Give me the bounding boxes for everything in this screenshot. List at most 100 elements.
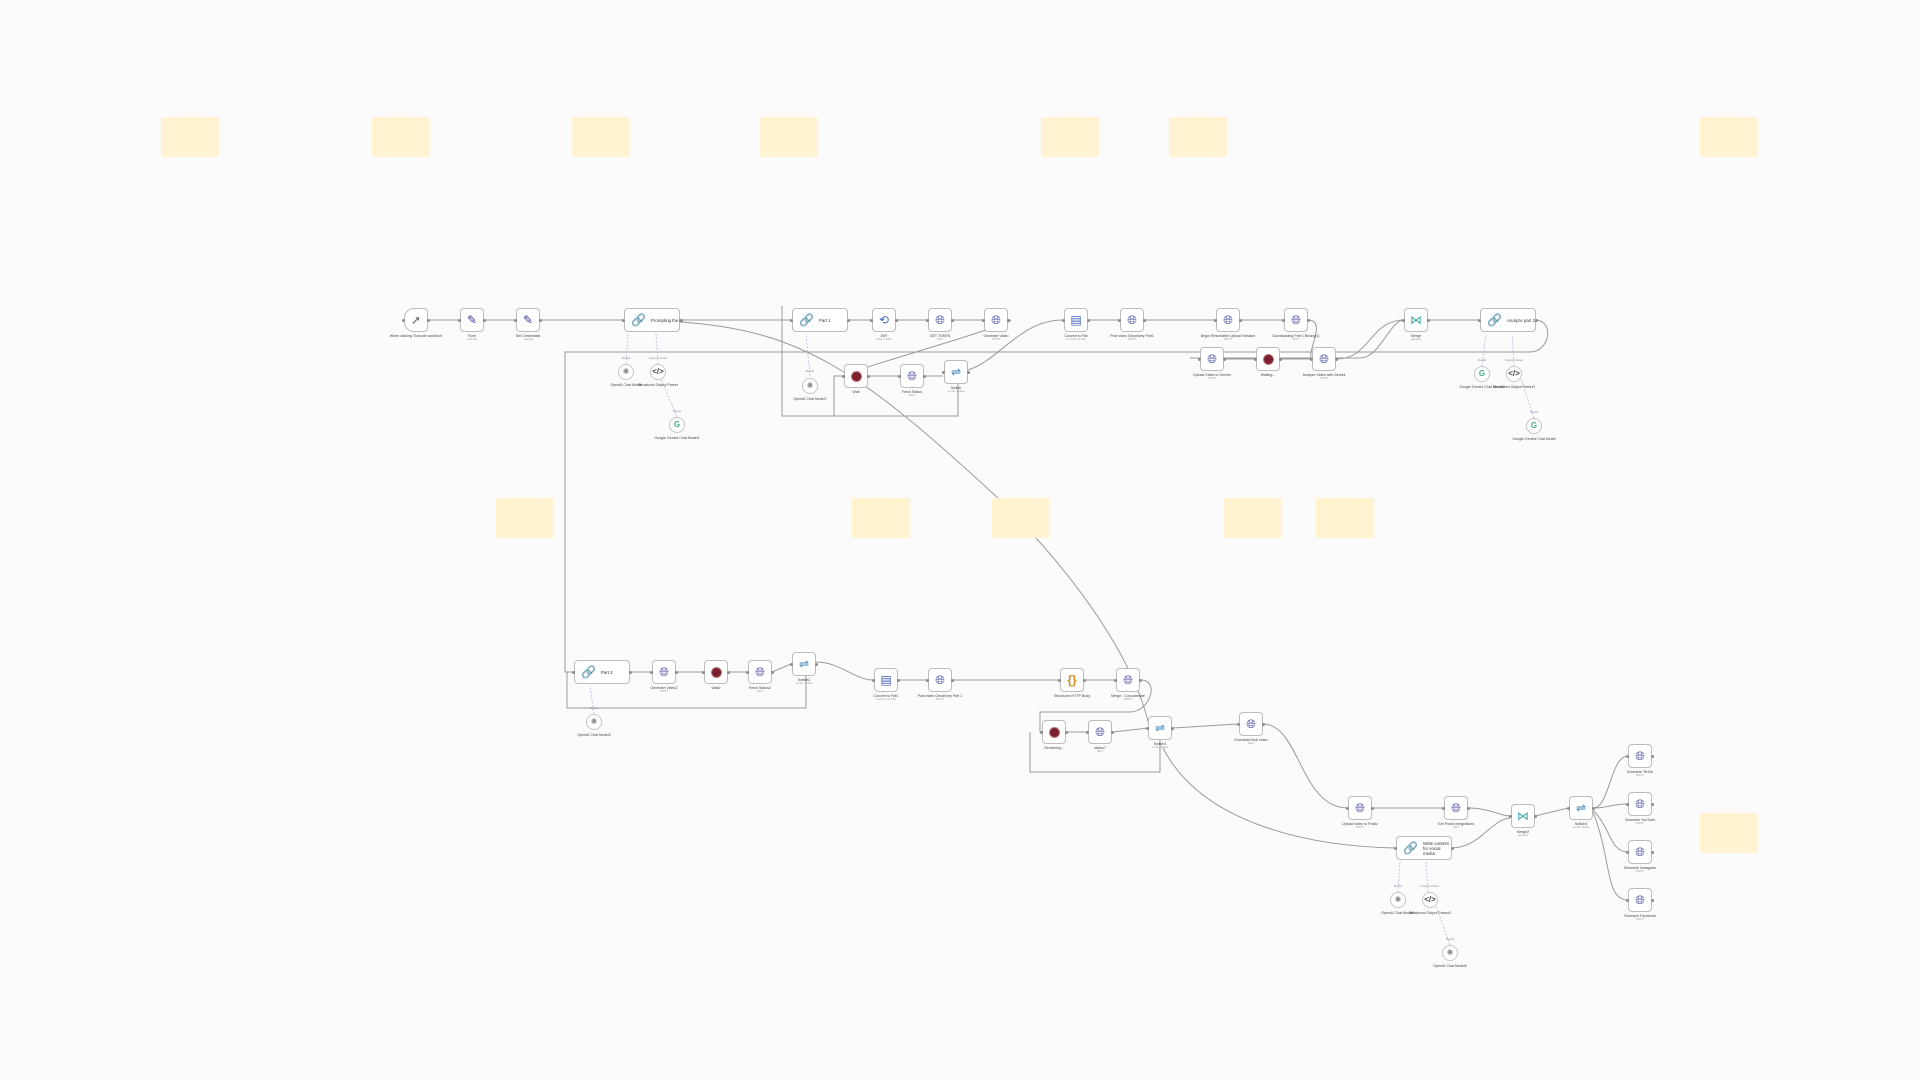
node-switch3[interactable]: ⇌	[1148, 716, 1172, 740]
node-convert-file1[interactable]: ▤	[874, 668, 898, 692]
input-port[interactable]	[514, 318, 517, 322]
node-downloading-part1[interactable]: 🌐︎	[1284, 308, 1308, 332]
output-port[interactable]	[847, 318, 850, 322]
node-jwt[interactable]: ⟲	[872, 308, 896, 332]
input-port[interactable]	[1567, 806, 1570, 810]
output-port[interactable]	[867, 374, 870, 378]
node-trigger[interactable]: ➚	[404, 308, 428, 332]
sticky-note[interactable]	[1700, 117, 1758, 157]
output-port[interactable]	[1335, 357, 1338, 361]
node-switch2[interactable]: ⇌	[792, 652, 816, 676]
node-gemini-chat-model1[interactable]: G	[669, 417, 685, 433]
node-part1[interactable]: 🔗Part 1	[792, 308, 848, 332]
node-post-video-gcs1[interactable]: 🌐︎	[1120, 308, 1144, 332]
input-port[interactable]	[702, 670, 705, 674]
input-port[interactable]	[1626, 850, 1629, 854]
output-port[interactable]	[897, 678, 900, 682]
output-port[interactable]	[1083, 678, 1086, 682]
node-post-video-gcs2[interactable]: 🌐︎	[928, 668, 952, 692]
node-merge[interactable]: ⋈	[1404, 308, 1428, 332]
output-port[interactable]	[1262, 722, 1265, 726]
output-port[interactable]	[629, 670, 632, 674]
node-analyze-video-gemini[interactable]: 🌐︎	[1312, 347, 1336, 371]
output-port[interactable]	[815, 662, 818, 666]
output-port[interactable]	[1651, 898, 1654, 902]
output-port[interactable]	[771, 670, 774, 674]
output-port[interactable]	[1279, 357, 1282, 361]
sticky-note[interactable]	[1316, 498, 1374, 538]
sticky-note[interactable]	[852, 498, 910, 538]
node-structured-http-body[interactable]: {}	[1060, 668, 1084, 692]
input-port[interactable]	[1626, 802, 1629, 806]
sticky-note[interactable]	[161, 117, 219, 157]
node-analyze-part1[interactable]: 🔗Analyze part 1	[1480, 308, 1536, 332]
output-port[interactable]	[951, 318, 954, 322]
input-port[interactable]	[1402, 318, 1405, 322]
input-port[interactable]	[1394, 846, 1397, 850]
input-port[interactable]	[1346, 806, 1349, 810]
output-port[interactable]	[1451, 846, 1454, 850]
node-part2[interactable]: 🔗Part 2	[574, 660, 630, 684]
output-port[interactable]	[1087, 318, 1090, 322]
sticky-note[interactable]	[572, 117, 630, 157]
node-structured-output-parser2[interactable]: </>	[1422, 892, 1438, 908]
node-generate-video2[interactable]: 🌐︎	[652, 660, 676, 684]
sticky-note[interactable]	[1700, 813, 1758, 853]
output-port[interactable]	[1651, 802, 1654, 806]
node-switch4[interactable]: ⇌	[1569, 796, 1593, 820]
sticky-note[interactable]	[372, 117, 430, 157]
sticky-note[interactable]	[1169, 117, 1227, 157]
node-structured-output-parser3[interactable]: </>	[1506, 366, 1522, 382]
input-port[interactable]	[870, 318, 873, 322]
node-prompting-ai[interactable]: 🔗Prompting the ai	[624, 308, 683, 332]
node-upload-video-postiz[interactable]: 🌐︎	[1348, 796, 1372, 820]
input-port[interactable]	[1310, 357, 1313, 361]
output-port[interactable]	[967, 370, 970, 374]
node-merge-concatenate[interactable]: 🌐︎	[1116, 668, 1140, 692]
input-port[interactable]	[572, 670, 575, 674]
output-port[interactable]	[675, 670, 678, 674]
node-status[interactable]: 🌐︎	[1088, 720, 1112, 744]
output-port[interactable]	[1592, 806, 1595, 810]
node-wait[interactable]	[844, 364, 868, 388]
input-port[interactable]	[458, 318, 461, 322]
node-openai-chat-model4[interactable]: ✺	[1390, 892, 1406, 908]
input-port[interactable]	[1198, 357, 1201, 361]
input-port[interactable]	[842, 374, 845, 378]
node-convert-file[interactable]: ▤	[1064, 308, 1088, 332]
input-port[interactable]	[1062, 318, 1065, 322]
node-form[interactable]: ✎	[460, 308, 484, 332]
sticky-note[interactable]	[1224, 498, 1282, 538]
node-schedule-tiktok[interactable]: 🌐︎	[1628, 744, 1652, 768]
input-port[interactable]	[1626, 898, 1629, 902]
node-openai-chat-model5[interactable]: ✺	[1442, 945, 1458, 961]
output-port[interactable]	[1171, 726, 1174, 730]
output-port[interactable]	[1223, 357, 1226, 361]
input-port[interactable]	[982, 318, 985, 322]
output-port[interactable]	[1143, 318, 1146, 322]
output-port[interactable]	[1467, 806, 1470, 810]
node-begin-resumable[interactable]: 🌐︎	[1216, 308, 1240, 332]
output-port[interactable]	[1065, 730, 1068, 734]
output-port[interactable]	[1651, 754, 1654, 758]
input-port[interactable]	[1282, 318, 1285, 322]
input-port[interactable]	[1146, 726, 1149, 730]
input-port[interactable]	[1058, 678, 1061, 682]
node-write-content-social[interactable]: 🔗Write content for social media	[1396, 836, 1452, 860]
input-port[interactable]	[942, 370, 945, 374]
node-structured-output-parser[interactable]: </>	[650, 364, 666, 380]
input-port[interactable]	[1114, 678, 1117, 682]
input-port[interactable]	[1214, 318, 1217, 322]
input-port[interactable]	[1442, 806, 1445, 810]
input-port[interactable]	[1509, 814, 1512, 818]
input-port[interactable]	[1237, 722, 1240, 726]
output-port[interactable]	[923, 374, 926, 378]
node-openai-chat-model7[interactable]: ✺	[802, 378, 818, 394]
output-port[interactable]	[895, 318, 898, 322]
input-port[interactable]	[1086, 730, 1089, 734]
node-schedule-facebook[interactable]: 🌐︎	[1628, 888, 1652, 912]
output-port[interactable]	[483, 318, 486, 322]
input-port[interactable]	[926, 318, 929, 322]
input-port[interactable]	[898, 374, 901, 378]
input-port[interactable]	[1254, 357, 1257, 361]
